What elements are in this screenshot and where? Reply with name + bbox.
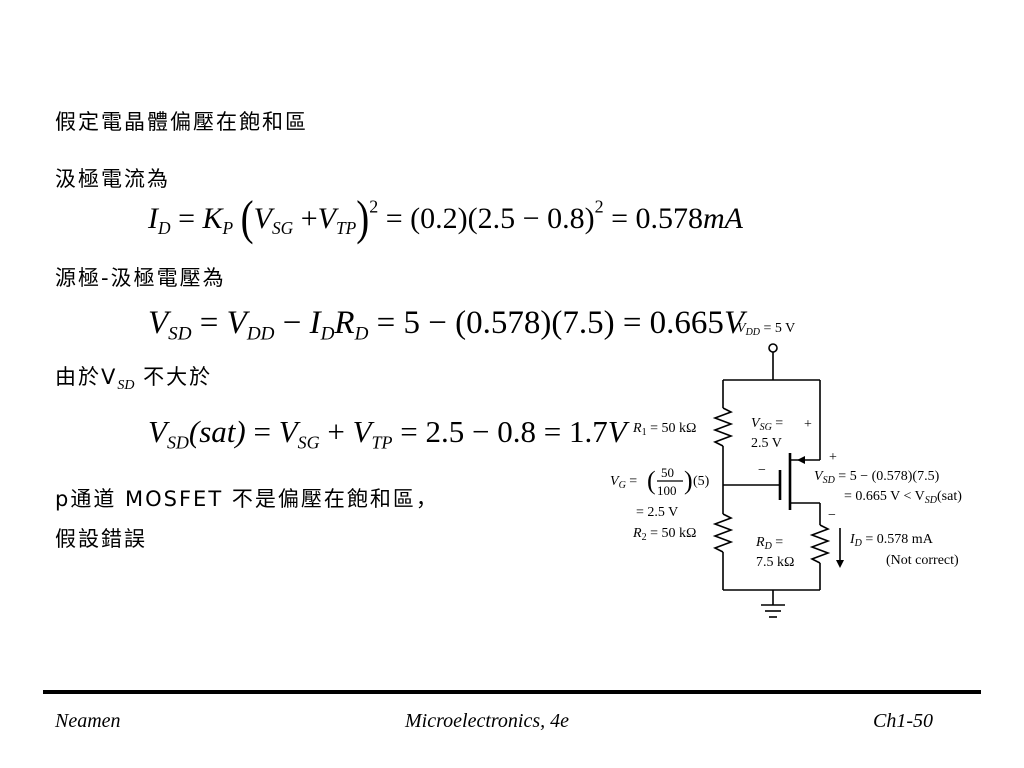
vsg-value: 2.5 V xyxy=(751,436,782,451)
vsg-plus: + xyxy=(804,417,812,432)
vsd-plus: + xyxy=(829,450,837,465)
eq1-symbol-v2: V xyxy=(317,201,336,235)
vdd-label: VDD = 5 V xyxy=(737,321,795,338)
source-drain-voltage-line: 源極-汲極電壓為 xyxy=(55,266,226,290)
eq3-sub-sg: SG xyxy=(297,432,320,453)
eq2-symbol-v2: V xyxy=(226,305,247,341)
vg-value: = 2.5 V xyxy=(636,505,678,520)
eq1-sub-d: D xyxy=(158,217,171,238)
eq2-symbol-i: I xyxy=(309,305,321,341)
eq1-sub-sg: SG xyxy=(271,217,294,238)
eq3-symbol-v3: V xyxy=(352,414,372,449)
r2-resistor xyxy=(712,513,734,553)
since-text: 由於V xyxy=(55,365,118,389)
footer-slide-number: Ch1-50 xyxy=(873,710,933,732)
eq3-sat: (sat) xyxy=(188,414,246,449)
eq2-rhs: = 5 − (0.578)(7.5) = 0.665 xyxy=(368,305,724,341)
eq1-result: = 0.578 xyxy=(603,201,703,235)
vsd-minus: − xyxy=(828,508,836,523)
eq1-rhs: = (0.2)(2.5 − 0.8) xyxy=(378,201,595,235)
pmos-circuit-diagram: VDD = 5 V R1 = 50 kΩ VSG = 2.5 V + − + −… xyxy=(610,321,962,618)
eq1-left-paren: ( xyxy=(240,191,254,246)
since-vsd-line: 由於VSD 不大於 xyxy=(55,361,212,394)
eq1-symbol-v: V xyxy=(253,201,272,235)
vg-fraction-den: 100 xyxy=(657,483,677,498)
not-greater-text: 不大於 xyxy=(134,365,213,389)
eq2-symbol-v: V xyxy=(148,305,169,341)
eq1-right-paren: ) xyxy=(356,191,370,246)
id-label: ID = 0.578 mA xyxy=(849,532,934,549)
eq2-symbol-r: R xyxy=(334,305,355,341)
eq3-sub-sd: SD xyxy=(166,432,189,453)
eq2-sub-dd: DD xyxy=(246,323,275,345)
id-arrow-icon xyxy=(836,560,844,568)
eq2-equals: = xyxy=(191,305,227,341)
eq3-rhs: = 2.5 − 0.8 = 1.7 xyxy=(392,414,608,449)
r1-label: R1 = 50 kΩ xyxy=(632,421,696,438)
eq1-square: 2 xyxy=(369,196,379,217)
vg-left-paren: ( xyxy=(647,466,656,495)
eq2-unit: V xyxy=(723,305,745,341)
eq2-sub-d: D xyxy=(320,323,335,345)
footer-book-title: Microelectronics, 4e xyxy=(405,710,570,732)
eq3-plus: + xyxy=(319,414,353,449)
eq2-minus: − xyxy=(274,305,310,341)
eq1-symbol-i: I xyxy=(148,201,158,235)
eq1-sub-p: P xyxy=(222,217,234,238)
rd-resistor xyxy=(809,524,831,564)
eq3-unit: V xyxy=(607,414,627,449)
eq1-unit: mA xyxy=(703,201,743,235)
vdd-node xyxy=(768,343,778,353)
eq3-equals: = xyxy=(245,414,279,449)
id-note: (Not correct) xyxy=(886,553,959,568)
eq3-symbol-v2: V xyxy=(278,414,298,449)
vg-label: VG = xyxy=(610,474,637,491)
r2-label: R2 = 50 kΩ xyxy=(632,526,696,543)
footer-rule xyxy=(43,690,981,694)
eq2-sub-sd: SD xyxy=(168,323,192,345)
vsd-sat-equation: VSD(sat) = VSG + VTP = 2.5 − 0.8 = 1.7V xyxy=(148,414,627,453)
vsd-label: VSD = 5 − (0.578)(7.5) xyxy=(814,469,940,486)
eq3-sub-tp: TP xyxy=(371,432,393,453)
vg-multiplier: (5) xyxy=(693,474,710,489)
assume-saturation-line: 假定電晶體偏壓在飽和區 xyxy=(55,110,308,134)
vg-fraction-num: 50 xyxy=(661,465,674,480)
footer-author: Neamen xyxy=(55,710,121,732)
eq1-square2: 2 xyxy=(594,196,604,217)
eq1-equals: = xyxy=(170,201,203,235)
r1-resistor xyxy=(712,407,734,447)
vsg-minus: − xyxy=(758,463,766,478)
since-sub: SD xyxy=(117,378,135,394)
source-drain-equation: VSD = VDD − IDRD = 5 − (0.578)(7.5) = 0.… xyxy=(148,305,744,346)
eq3-symbol-v: V xyxy=(148,414,167,449)
drain-current-line: 汲極電流為 xyxy=(55,167,170,191)
eq2-sub-d2: D xyxy=(354,323,369,345)
eq1-plus: + xyxy=(293,201,318,235)
assumption-wrong-line: 假設錯誤 xyxy=(55,527,147,551)
eq1-symbol-k: K xyxy=(202,201,223,235)
vsg-label: VSG = xyxy=(751,416,783,433)
rd-label: RD = xyxy=(755,535,783,552)
vg-right-paren: ) xyxy=(684,466,693,495)
conclusion-line: p通道 MOSFET 不是偏壓在飽和區， xyxy=(55,487,439,511)
vsd-result: = 0.665 V < VSD(sat) xyxy=(844,489,962,506)
drain-current-equation: ID = KP (VSG +VTP)2 = (0.2)(2.5 − 0.8)2 … xyxy=(148,192,743,246)
eq1-sub-tp: TP xyxy=(335,217,357,238)
source-arrow-icon xyxy=(797,456,805,464)
rd-value: 7.5 kΩ xyxy=(756,555,794,570)
